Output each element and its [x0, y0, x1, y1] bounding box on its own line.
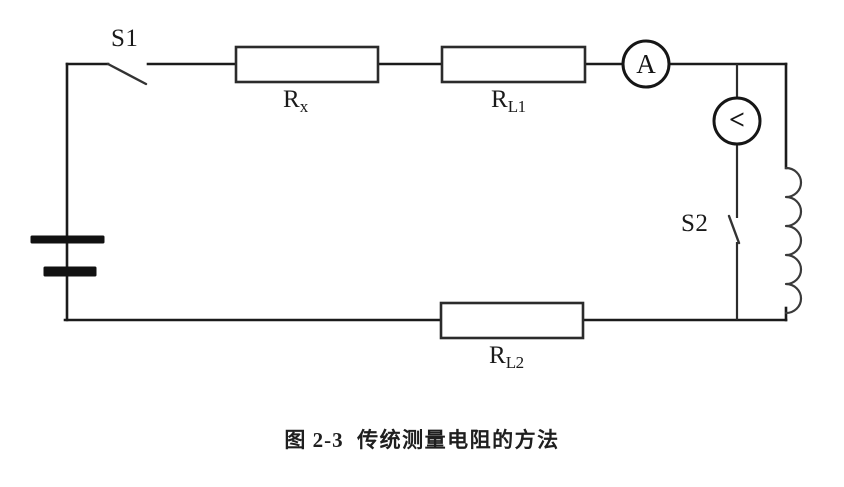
inductor-coil[interactable]: [784, 166, 803, 315]
resistor-rl2-label: RL2: [489, 342, 524, 372]
resistor-rl2-box[interactable]: [439, 301, 585, 340]
rx-sub: x: [299, 97, 309, 116]
ammeter-circle[interactable]: [621, 39, 671, 89]
resistor-rl1-box[interactable]: [440, 45, 587, 84]
resistor-rx-label: Rx: [283, 86, 309, 116]
figure-caption-gap: [344, 428, 358, 452]
s2-switch-blade[interactable]: [727, 214, 741, 245]
rx-main: R: [283, 86, 300, 113]
voltmeter-label: <: [729, 105, 745, 136]
figure-caption-title: 传统测量电阻的方法: [357, 428, 560, 452]
battery-negative-plate: [43, 266, 97, 277]
ammeter-label: A: [636, 49, 656, 79]
battery-positive-plate: [30, 235, 105, 244]
s2-label: S2: [681, 210, 709, 237]
resistor-rl1-label: RL1: [491, 86, 526, 116]
s1-label: S1: [111, 25, 139, 52]
figure-caption-number: 图 2-3: [284, 428, 344, 452]
resistor-rx-box[interactable]: [234, 45, 380, 84]
figure-caption: 图 2-3 传统测量电阻的方法: [0, 424, 844, 454]
rl1-main: R: [491, 86, 508, 113]
voltmeter-circle[interactable]: [712, 96, 762, 146]
s1-switch-blade[interactable]: [106, 62, 148, 86]
rl2-main: R: [489, 342, 506, 369]
rl1-sub: L1: [507, 97, 526, 116]
rl2-sub: L2: [505, 353, 524, 372]
